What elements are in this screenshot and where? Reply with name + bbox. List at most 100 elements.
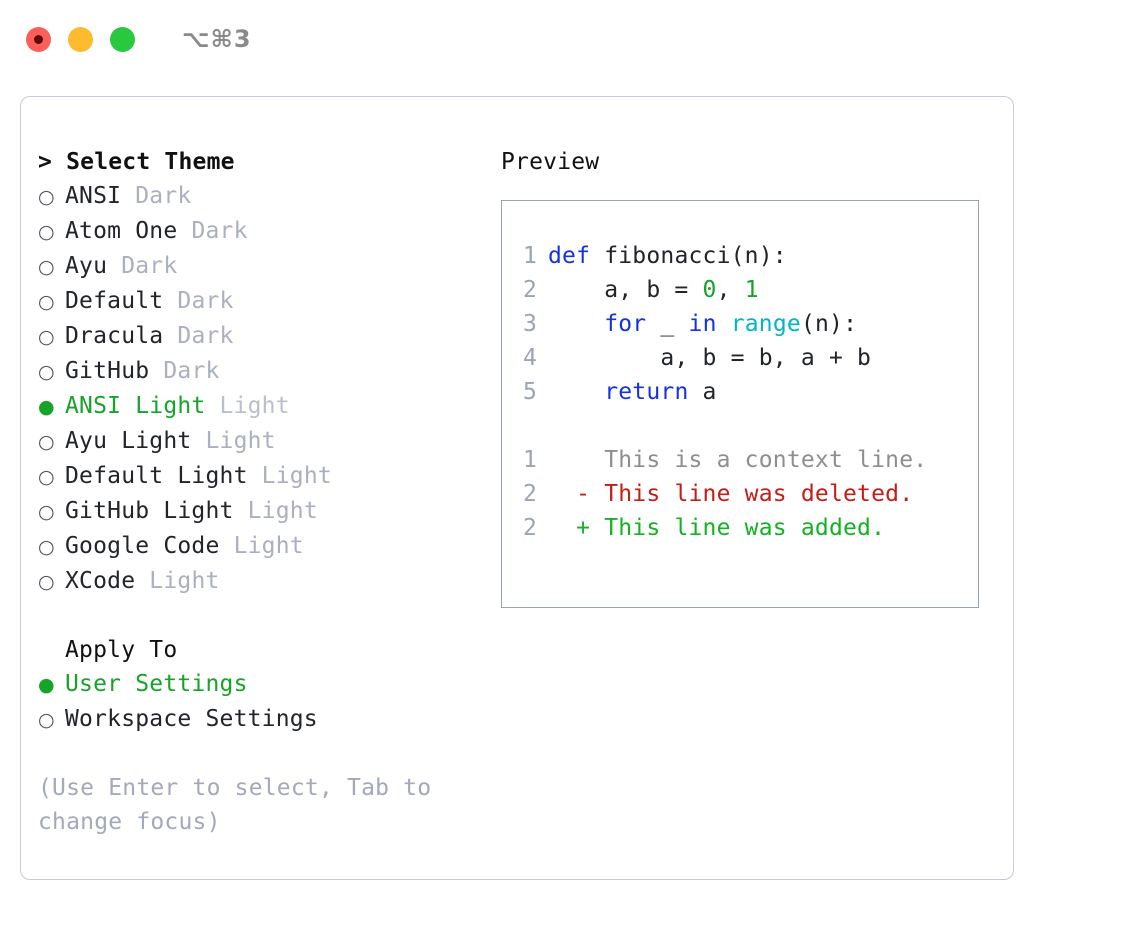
spacer [516,409,978,443]
theme-option-xcode[interactable]: ○ XCode Light [38,564,499,599]
code-token-plain: a, b = [548,277,703,303]
theme-option-ansi-light[interactable]: ● ANSI Light Light [38,389,499,424]
radio-unselected-icon: ○ [38,466,55,488]
code-token-kw: in [688,311,717,337]
theme-option-dracula[interactable]: ○ Dracula Dark [38,319,499,354]
code-token-plain: _ [646,311,689,337]
code-token-plain: (n): [800,311,858,337]
theme-option-variant: Dark [107,253,178,279]
theme-option-github[interactable]: ○GitHub Dark [38,354,499,389]
code-line: 1 def fibonacci(n): [516,239,978,273]
theme-picker-column: > Select Theme ○ANSI Dark○Atom One Dark○… [21,97,499,879]
theme-option-label: Default Light [65,463,248,489]
line-number: 1 [522,243,537,269]
apply-to-option-user-settings[interactable]: ●User Settings [38,667,499,702]
theme-option-label: GitHub Light [65,498,234,524]
close-icon [34,34,43,44]
theme-option-variant: Dark [163,323,234,349]
keyboard-shortcut-label: ⌥⌘3 [182,25,252,53]
zoom-button[interactable] [110,26,135,52]
line-number: 5 [522,379,537,405]
radio-selected-icon: ● [38,396,55,418]
minimize-button[interactable] [68,26,93,52]
radio-unselected-icon: ○ [38,431,55,453]
code-text: a, b = 0, 1 [548,273,759,307]
diff-text: This line was deleted. [590,481,914,507]
close-button[interactable] [26,26,51,52]
theme-option-label: Google Code [65,533,220,559]
diff-text: This line was added. [590,515,886,541]
theme-option-variant: Dark [177,218,248,244]
theme-option-label: ANSI [65,183,122,209]
code-token-kw: return [604,379,689,405]
code-token-plain [548,311,604,337]
theme-option-ayu-light[interactable]: ○ Ayu Light Light [38,424,499,459]
radio-unselected-icon: ○ [38,536,55,558]
radio-unselected-icon: ○ [38,221,55,243]
diff-line-deleted: 2 - This line was deleted. [516,477,978,511]
apply-to-option-label: Workspace Settings [65,706,318,732]
keyboard-hint: (Use Enter to select, Tab to change focu… [38,775,432,835]
diff-line-context: 1 This is a context line. [516,443,978,477]
apply-to-heading: Apply To [65,637,178,663]
diff-sample: 1 This is a context line.2 - This line w… [516,443,978,545]
code-token-kw: def [548,243,591,269]
theme-option-variant: Light [191,428,276,454]
diff-text: This is a context line. [590,447,928,473]
radio-unselected-icon: ○ [38,326,55,348]
code-line: 3 for _ in range(n): [516,307,978,341]
code-token-plain: fibonacci(n): [590,243,787,269]
theme-option-ayu[interactable]: ○Ayu Dark [38,249,499,284]
diff-sign: - [548,481,591,507]
theme-option-label: Dracula [65,323,164,349]
preview-heading: Preview [501,149,600,175]
radio-unselected-icon: ○ [38,501,55,523]
code-token-num: 1 [744,277,759,303]
theme-option-label: Ayu Light [65,428,192,454]
title-bar: ⌥⌘3 [0,0,1140,78]
line-number: 1 [522,447,537,473]
code-text: for _ in range(n): [548,307,857,341]
apply-to-option-workspace-settings[interactable]: ○Workspace Settings [38,702,499,737]
diff-line-added: 2 + This line was added. [516,511,978,545]
code-text: return a [548,375,717,409]
line-number: 3 [522,311,537,337]
line-number: 2 [522,515,537,541]
page-title: > Select Theme [38,149,235,175]
theme-option-atom-one[interactable]: ○ Atom One Dark [38,214,499,249]
apply-to-option-label: User Settings [65,671,248,697]
theme-option-variant: Light [219,533,304,559]
theme-option-github-light[interactable]: ○GitHub Light Light [38,494,499,529]
diff-sign: + [548,515,591,541]
radio-unselected-icon: ○ [38,571,55,593]
code-token-plain: a [688,379,717,405]
theme-option-google-code[interactable]: ○ Google Code Light [38,529,499,564]
code-token-num: 0 [702,277,717,303]
theme-option-label: XCode [65,568,136,594]
code-token-fn: range [730,311,801,337]
theme-option-label: ANSI Light [65,393,206,419]
theme-option-default[interactable]: ○Default Dark [38,284,499,319]
theme-option-label: Default [65,288,164,314]
theme-option-variant: Light [205,393,290,419]
theme-option-variant: Light [247,463,332,489]
code-line: 4 a, b = b, a + b [516,341,978,375]
line-number: 2 [522,481,537,507]
theme-option-variant: Dark [121,183,192,209]
theme-option-variant: Dark [149,358,220,384]
diff-sign [548,443,590,477]
main-panel: > Select Theme ○ANSI Dark○Atom One Dark○… [20,96,1014,880]
radio-unselected-icon: ○ [38,291,55,313]
code-token-plain [717,311,731,337]
code-line: 2 a, b = 0, 1 [516,273,978,307]
theme-option-variant: Light [135,568,220,594]
theme-option-label: Atom One [65,218,178,244]
line-number: 2 [522,277,537,303]
window-controls [26,26,135,52]
line-number: 4 [522,345,537,371]
theme-option-default-light[interactable]: ○ Default Light Light [38,459,499,494]
theme-option-ansi[interactable]: ○ANSI Dark [38,179,499,214]
